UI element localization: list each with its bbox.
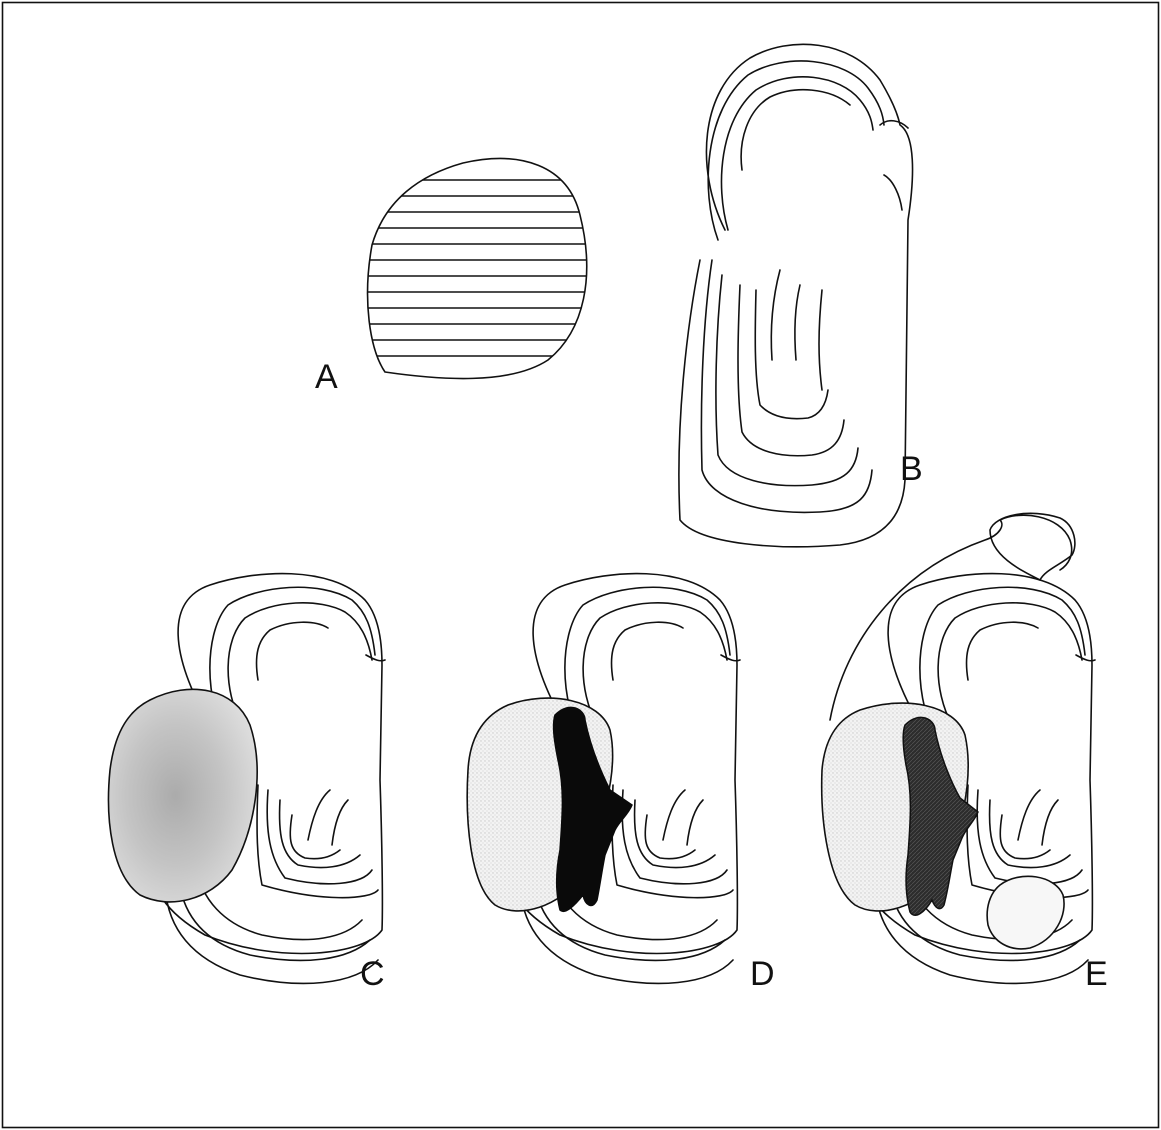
small-nodule-e [987, 876, 1064, 949]
panel-e: E [822, 513, 1108, 993]
panel-label-c: C [360, 955, 385, 993]
panel-c: C [109, 574, 385, 993]
panel-b: B [679, 44, 923, 546]
top-nodule-e [990, 513, 1075, 580]
gray-region-c [109, 689, 258, 902]
panel-label-d: D [750, 955, 775, 993]
panel-label-a: A [315, 358, 338, 396]
panel-a: A [315, 159, 600, 396]
hatched-region [368, 159, 587, 379]
panel-label-e: E [1085, 955, 1108, 993]
panel-label-b: B [900, 450, 923, 488]
extended-outline-e [830, 515, 1072, 720]
panel-d: D [467, 574, 774, 993]
